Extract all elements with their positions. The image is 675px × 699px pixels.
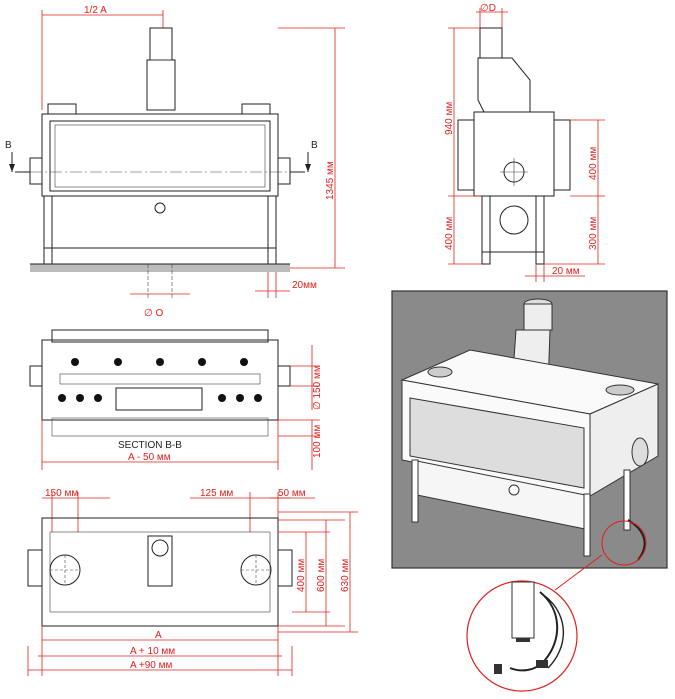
side-offset-label: 20 мм <box>552 266 580 277</box>
top-left-spigot-label: 150 мм <box>45 488 78 499</box>
isometric-render <box>391 290 668 569</box>
top-view: 150 мм 125 мм 50 мм 400 мм 600 мм 630 мм <box>27 488 358 676</box>
top-spigot-offset-label: 125 мм <box>200 488 233 499</box>
side-lower-height-label: 400 мм <box>444 217 455 250</box>
top-width-a90-label: A +90 мм <box>130 660 173 671</box>
side-upper-height-label: 940 мм <box>444 102 455 135</box>
top-mid-depth-label: 600 мм <box>316 559 327 592</box>
front-offset-label: 20мм <box>292 280 317 291</box>
side-diameter-label: ∅D <box>480 3 496 14</box>
top-outer-depth-label: 630 мм <box>340 559 351 592</box>
side-body-height-label: 400 мм <box>588 147 599 180</box>
top-right-spigot-label: 50 мм <box>278 488 306 499</box>
section-depth-label: 100 мм <box>312 425 323 458</box>
top-width-a10-label: A + 10 мм <box>130 646 175 657</box>
section-width-label: A - 50 мм <box>128 452 171 463</box>
detail-view <box>466 554 603 692</box>
side-leg-height-label: 300 мм <box>588 217 599 250</box>
section-mark-right: B <box>311 140 318 151</box>
flue-diameter-label: ∅ O <box>144 308 163 319</box>
section-view: SECTION B-B A - 50 мм ∅ 150 мм 100 мм <box>29 329 323 470</box>
front-view: 1/2 A B B <box>5 5 345 319</box>
top-width-a-label: A <box>155 630 162 641</box>
section-mark-left: B <box>5 140 12 151</box>
total-height-label: 1345 мм <box>325 161 336 200</box>
section-title: SECTION B-B <box>118 440 182 451</box>
top-inner-depth-label: 400 мм <box>296 559 307 592</box>
side-view: ∅D 940 мм 400 мм 400 мм 300 мм <box>444 3 605 282</box>
half-width-label: 1/2 A <box>84 5 107 16</box>
section-diameter-label: ∅ 150 мм <box>312 365 323 410</box>
